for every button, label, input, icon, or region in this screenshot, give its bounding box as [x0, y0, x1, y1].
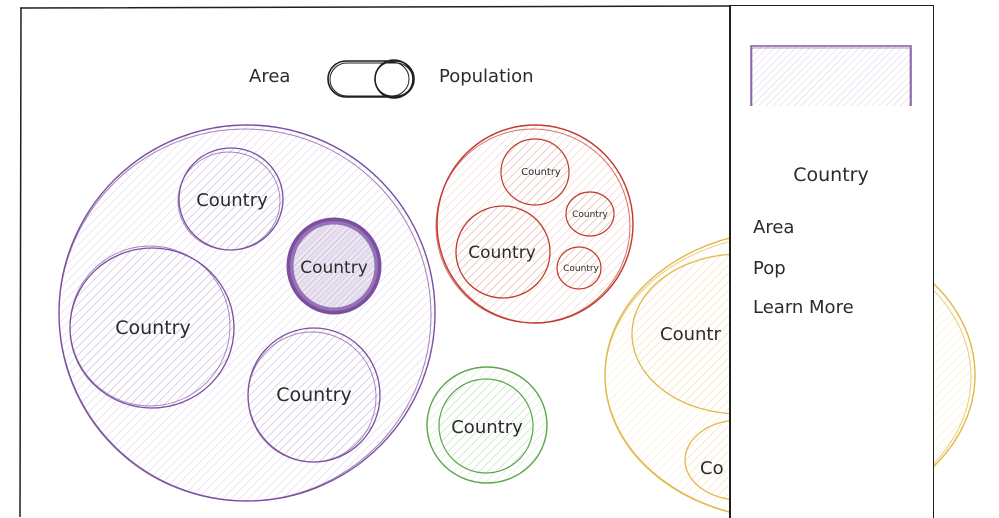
bubble-country-red-1[interactable]: Country	[500, 138, 570, 206]
bubble-country-purple-1[interactable]: Country	[177, 147, 284, 251]
bubble-label: Country	[276, 384, 351, 406]
bubble-country-red-4[interactable]: Country	[556, 246, 602, 290]
toggle-switch-icon	[327, 59, 415, 99]
country-detail-panel: Country Area Pop Learn More	[729, 5, 934, 518]
detail-area-label: Area	[753, 217, 795, 238]
bubble-group-red[interactable]: Country Country Country Country	[435, 124, 634, 324]
bubble-group-green[interactable]: Country	[426, 366, 548, 484]
toggle-area-label: Area	[249, 66, 291, 87]
bubble-country-purple-selected[interactable]: Country	[286, 217, 382, 315]
bubble-country-red-2[interactable]: Country	[565, 191, 615, 237]
bubble-label: Country	[468, 243, 536, 263]
bubble-label: Co	[700, 458, 724, 479]
toggle-population-label: Population	[439, 66, 534, 87]
detail-pop-label: Pop	[753, 258, 786, 279]
bubble-label: Countr	[660, 324, 721, 345]
bubble-label: Country	[563, 264, 599, 274]
bubble-group-purple[interactable]: Country Country Country Country	[58, 124, 436, 502]
bubble-label: Country	[572, 210, 608, 220]
bubble-label: Country	[521, 167, 561, 178]
bubble-label: Country	[300, 258, 368, 278]
bubble-label: Country	[115, 317, 190, 339]
detail-country-title: Country	[793, 164, 869, 186]
canvas-border	[19, 5, 731, 517]
bubble-label: Country	[196, 190, 268, 211]
flag-image-placeholder	[750, 45, 912, 106]
learn-more-link[interactable]: Learn More	[753, 297, 854, 318]
bubble-label: Country	[451, 417, 523, 438]
area-population-toggle[interactable]	[326, 58, 418, 100]
bubble-country-red-3[interactable]: Country	[455, 205, 551, 299]
bubble-country-purple-3[interactable]: Country	[247, 327, 381, 463]
bubble-country-purple-2[interactable]: Country	[69, 245, 235, 409]
